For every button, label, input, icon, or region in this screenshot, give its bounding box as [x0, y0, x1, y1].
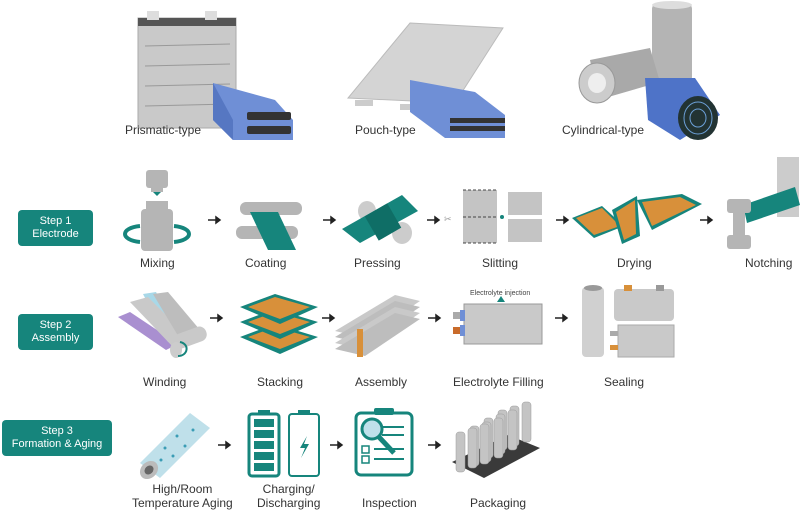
process-label-aging: High/Room Temperature Aging	[132, 482, 233, 510]
arrow-icon	[427, 215, 441, 225]
stacking-icon	[240, 294, 318, 354]
arrow-icon	[556, 215, 570, 225]
step-2-badge: Step 2 Assembly	[18, 314, 93, 350]
process-label-assembly: Assembly	[355, 375, 408, 389]
sealing-icon	[582, 285, 675, 358]
process-label-charging: Charging/ Discharging	[257, 482, 320, 510]
process-label-stacking: Stacking	[257, 375, 304, 389]
drying-icon	[572, 194, 702, 244]
pressing-icon	[342, 195, 418, 244]
arrow-icon	[428, 440, 442, 450]
process-label-winding: Winding	[143, 375, 187, 389]
notching-icon	[727, 157, 800, 249]
aging-icon	[139, 413, 210, 480]
process-label-aging-line2: Temperature Aging	[132, 496, 233, 510]
charging-discharging-icon	[247, 410, 320, 478]
arrow-icon	[208, 215, 222, 225]
inspection-icon	[354, 408, 414, 477]
arrow-icon	[700, 215, 714, 225]
electrolyte-injection-annotation: Electrolyte injection	[470, 290, 531, 297]
step-3-badge: Step 3 Formation & Aging	[2, 420, 112, 456]
cell-type-label-pouch: Pouch-type	[355, 123, 416, 137]
process-label-mixing: Mixing	[140, 256, 175, 270]
process-label-charging-line2: Discharging	[257, 496, 321, 510]
arrow-icon	[428, 313, 442, 323]
process-label-sealing: Sealing	[604, 375, 645, 389]
step-3-subtitle: Formation & Aging	[11, 438, 103, 450]
process-label-charging-line1: Charging/	[262, 482, 315, 496]
packaging-icon	[452, 401, 540, 478]
process-label-slitting: Slitting	[482, 256, 519, 270]
coating-icon	[236, 202, 302, 250]
svg-text:✂: ✂	[444, 215, 452, 225]
process-label-inspection: Inspection	[362, 496, 417, 510]
process-label-aging-line1: High/Room	[152, 482, 213, 496]
process-label-electrolyte-filling: Electrolyte Filling	[453, 375, 544, 389]
step-1-subtitle: Electrode	[32, 228, 79, 240]
process-label-pressing: Pressing	[354, 256, 401, 270]
electrolyte-filling-icon	[453, 296, 543, 345]
mixing-icon	[123, 170, 191, 251]
step-2-title: Step 2	[39, 319, 72, 331]
arrow-icon	[210, 313, 224, 323]
step-1-badge: Step 1 Electrode	[18, 210, 93, 246]
pouch-cell-illustration	[346, 22, 505, 138]
cylindrical-cell-illustration	[578, 1, 720, 140]
assembly-icon	[335, 295, 420, 357]
process-label-drying: Drying	[617, 256, 652, 270]
arrow-icon	[330, 440, 344, 450]
cell-type-label-cylindrical: Cylindrical-type	[562, 123, 645, 137]
step-1-title: Step 1	[39, 215, 72, 227]
cell-type-label-prismatic: Prismatic-type	[125, 123, 202, 137]
winding-icon	[118, 292, 207, 358]
process-label-packaging: Packaging	[470, 496, 527, 510]
prismatic-cell-illustration	[137, 11, 293, 140]
arrow-icon	[323, 215, 337, 225]
step-2-subtitle: Assembly	[31, 332, 80, 344]
process-label-notching: Notching	[745, 256, 793, 270]
step-3-title: Step 3	[41, 425, 73, 437]
arrow-icon	[218, 440, 232, 450]
arrow-icon	[322, 313, 336, 323]
process-label-coating: Coating	[245, 256, 287, 270]
slitting-icon: ✂	[444, 189, 542, 244]
arrow-icon	[555, 313, 569, 323]
